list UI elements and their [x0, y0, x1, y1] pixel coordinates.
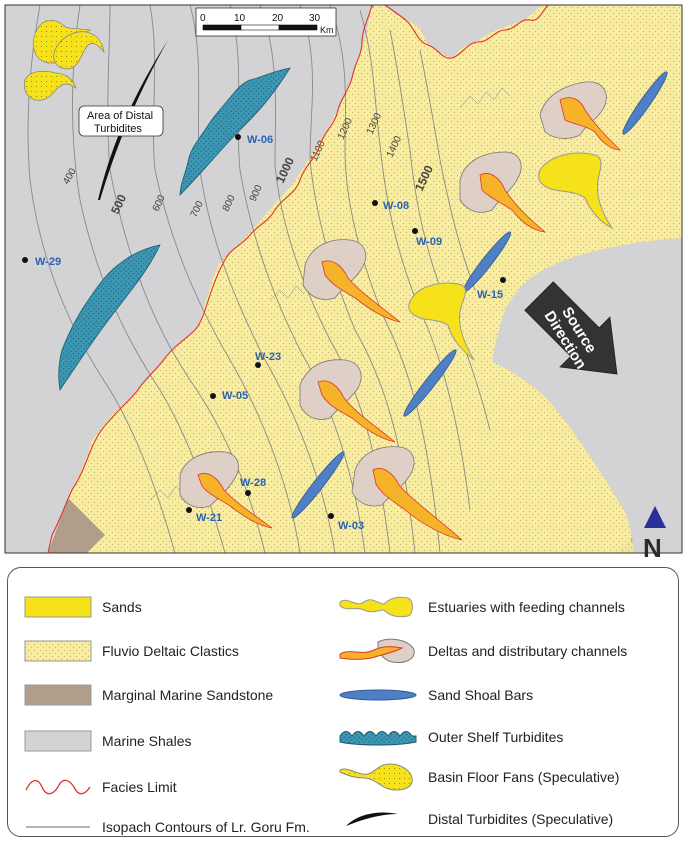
distal-turbidites-annotation: Area of Distal Turbidites: [78, 105, 164, 137]
outer-shelf-symbol: [339, 731, 417, 746]
well-w-08: W-08: [372, 200, 409, 212]
estuaries: [408, 152, 614, 361]
scale-tick-0: 0: [200, 13, 206, 24]
legend-item-marginal-marine: Marginal Marine Sandstone: [24, 682, 273, 708]
well-w-29: W-29: [22, 256, 61, 268]
isopach-line: [26, 826, 90, 828]
legend: Sands Fluvio Deltaic Clastics Marginal M…: [7, 567, 679, 837]
marine-shales-swatch: [24, 730, 92, 752]
basin-floor-fans: [23, 19, 105, 101]
well-w-03: W-03: [328, 513, 364, 532]
legend-item-deltas: Deltas and distributary channels: [338, 638, 627, 664]
scale-tick-10: 10: [234, 13, 246, 24]
map-frame: [4, 4, 683, 554]
legend-item-sands: Sands: [24, 594, 142, 620]
source-direction-arrow: [524, 281, 618, 375]
well-w-28: W-28: [240, 477, 266, 496]
legend-item-basin-fans: Basin Floor Fans (Speculative): [338, 763, 620, 791]
legend-item-facies-limit: Facies Limit: [24, 774, 177, 800]
annotation-line-1: Area of Distal: [87, 110, 153, 122]
svg-text:W-03: W-03: [338, 520, 364, 532]
legend-item-estuaries: Estuaries with feeding channels: [338, 594, 625, 620]
facies-limit-line: [25, 779, 91, 795]
svg-text:W-28: W-28: [240, 477, 266, 489]
svg-text:W-08: W-08: [383, 200, 409, 212]
scale-unit: Km: [320, 25, 334, 35]
legend-item-fluvio-deltaic: Fluvio Deltaic Clastics: [24, 638, 239, 664]
well-w-06: W-06: [235, 134, 273, 146]
facies-limit-line: [47, 4, 549, 554]
legend-item-distal-turbidites: Distal Turbidites (Speculative): [338, 806, 613, 832]
deltas: [179, 81, 621, 541]
scale-tick-20: 20: [272, 13, 284, 24]
legend-label-distal-turbidites: Distal Turbidites (Speculative): [428, 811, 614, 827]
legend-label-sands: Sands: [102, 599, 142, 615]
distal-turbidite-symbol: [346, 812, 398, 826]
well-w-05: W-05: [210, 390, 248, 402]
legend-label-outer-shelf: Outer Shelf Turbidites: [428, 729, 564, 745]
svg-text:W-05: W-05: [222, 390, 248, 402]
sand-shoal-bars: [291, 71, 668, 519]
svg-text:W-23: W-23: [255, 351, 281, 363]
well-w-15: W-15: [477, 277, 506, 301]
facies-map: 400 500 600 700 800 900 1000 1100 1200 1…: [4, 4, 683, 560]
sand-shoal-symbol: [339, 689, 417, 701]
legend-label-sand-shoal: Sand Shoal Bars: [428, 687, 534, 703]
legend-label-marginal-marine: Marginal Marine Sandstone: [102, 687, 274, 703]
wells: W-06 W-29 W-08 W-09 W-15 W-23 W-05 W-28 …: [22, 134, 506, 532]
svg-text:W-29: W-29: [35, 256, 61, 268]
legend-item-marine-shales: Marine Shales: [24, 728, 192, 754]
annotation-line-2: Turbidites: [94, 123, 142, 135]
legend-label-estuaries: Estuaries with feeding channels: [428, 599, 625, 615]
svg-text:W-09: W-09: [416, 236, 442, 248]
legend-label-marine-shales: Marine Shales: [102, 733, 192, 749]
legend-item-isopach: Isopach Contours of Lr. Goru Fm.: [24, 814, 310, 840]
estuary-symbol: [339, 596, 413, 618]
north-arrow: N: [643, 506, 666, 560]
well-w-09: W-09: [412, 228, 442, 248]
north-letter: N: [643, 533, 662, 560]
legend-label-fluvio-deltaic: Fluvio Deltaic Clastics: [102, 643, 239, 659]
legend-label-basin-fans: Basin Floor Fans (Speculative): [428, 769, 620, 785]
delta-symbol: [339, 638, 415, 663]
legend-item-sand-shoal: Sand Shoal Bars: [338, 682, 533, 708]
legend-label-isopach: Isopach Contours of Lr. Goru Fm.: [102, 819, 310, 835]
sands-swatch: [24, 596, 92, 618]
scale-bar: 0 10 20 30 Km: [195, 7, 337, 37]
svg-text:W-15: W-15: [477, 289, 503, 301]
legend-label-deltas: Deltas and distributary channels: [428, 643, 628, 659]
svg-text:W-06: W-06: [247, 134, 273, 146]
scale-tick-30: 30: [309, 13, 321, 24]
basin-fan-symbol: [339, 763, 413, 791]
legend-item-outer-shelf: Outer Shelf Turbidites: [338, 724, 563, 750]
svg-text:W-21: W-21: [196, 512, 222, 524]
fluvio-deltaic-coast: [300, 370, 640, 553]
legend-label-facies-limit: Facies Limit: [102, 779, 177, 795]
well-w-21: W-21: [186, 507, 222, 524]
outer-shelf-turbidites: [58, 67, 291, 392]
fluvio-deltaic-swatch: [24, 640, 92, 662]
well-w-23: W-23: [255, 351, 281, 368]
marginal-marine-swatch: [24, 684, 92, 706]
